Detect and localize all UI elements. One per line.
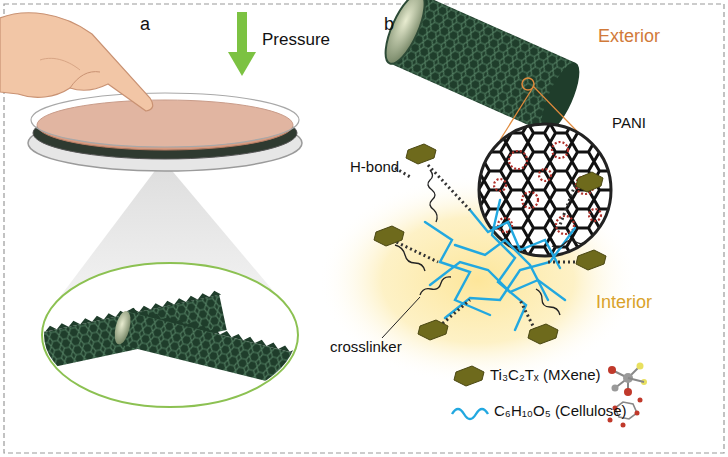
crosslinker-leader: [382, 297, 420, 338]
legend-cellulose-sample: [452, 409, 488, 419]
legend-text: Ti₃C₂Tₓ (MXene): [490, 366, 600, 383]
crosslinkers: [395, 170, 588, 315]
panel-letter: b: [384, 14, 394, 35]
cellulose-chains: [425, 200, 575, 330]
region-label: Interior: [596, 292, 652, 313]
hand: [0, 13, 153, 111]
panel-letter: a: [140, 14, 150, 35]
force-label: Pressure: [262, 30, 330, 50]
h-bond-lines: [392, 165, 575, 330]
legend-mxene-sample: [454, 366, 484, 386]
pressure-arrow: [228, 12, 256, 76]
tube-network-zoom: [24, 263, 314, 407]
region-label: Exterior: [598, 26, 660, 47]
legend-text: C₆H₁₀O₅ (Cellulose): [494, 402, 627, 419]
pressure-sensor-disc: [28, 93, 302, 171]
bond-label: H-bond: [350, 158, 399, 175]
fiber-cylinder: [378, 0, 587, 137]
mxene-molecule-icon: [608, 363, 647, 397]
mxene-flakes: [374, 144, 606, 344]
component-label: crosslinker: [330, 338, 402, 355]
material-label: PANI: [612, 114, 646, 131]
